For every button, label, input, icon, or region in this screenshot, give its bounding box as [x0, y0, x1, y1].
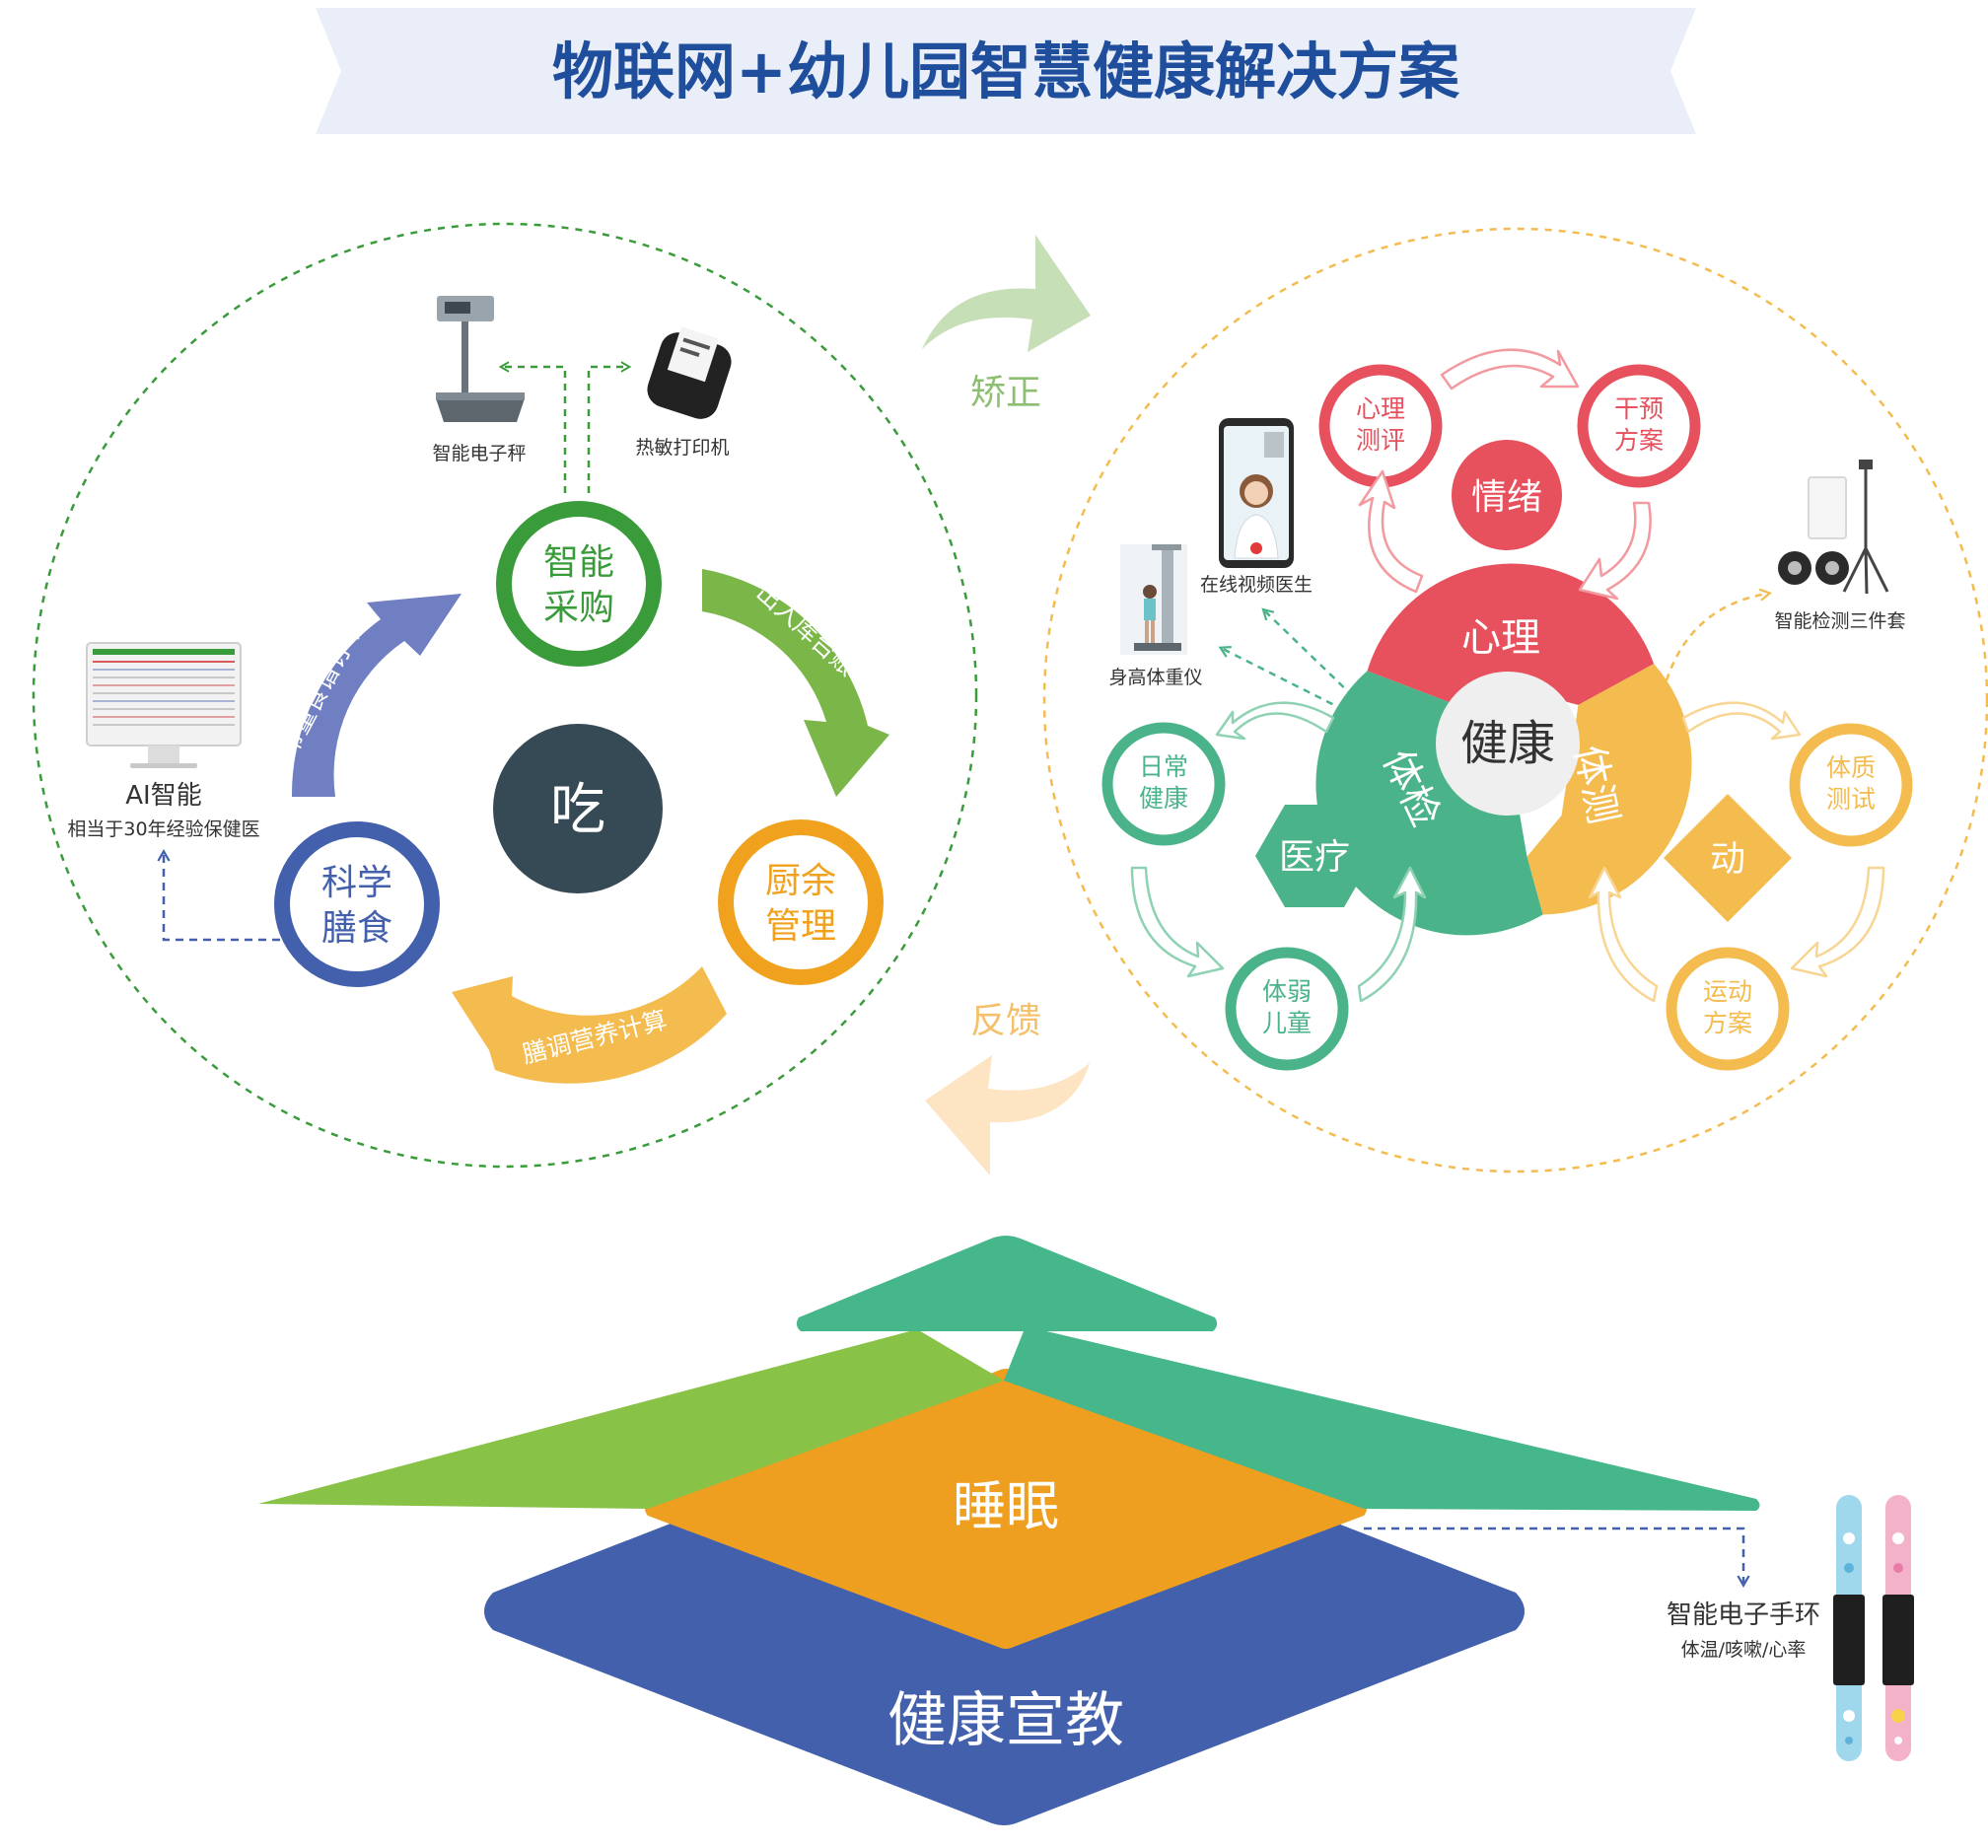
feedback-label: 反馈 [970, 1001, 1041, 1041]
to-height-device-arrow [1218, 646, 1345, 712]
to-video-doctor-arrow [1261, 607, 1354, 697]
node-daily-health[interactable]: 日常 健康 [1101, 722, 1226, 846]
node-scientific-diet[interactable]: 科学 膳食 [274, 821, 440, 987]
title-banner: 物联网+幼儿园智慧健康解决方案 [316, 8, 1696, 134]
sleep-label: 睡眠 [953, 1475, 1059, 1537]
left-wing [258, 1329, 1004, 1509]
top-roof [796, 1236, 1218, 1331]
height-weight-label: 身高体重仪 [1108, 667, 1202, 688]
svg-text:测评: 测评 [1356, 426, 1405, 455]
medical-label: 医疗 [1279, 837, 1350, 878]
svg-text:儿童: 儿童 [1262, 1009, 1312, 1037]
motion-cycle-arrows [1588, 701, 1885, 1003]
node-exercise-plan[interactable]: 运动 方案 [1666, 947, 1790, 1071]
printer-label: 热敏打印机 [635, 437, 729, 459]
svg-text:膳食: 膳食 [321, 908, 392, 949]
detection-kit-label: 智能检测三件套 [1774, 610, 1905, 632]
emotion-label: 情绪 [1471, 477, 1542, 518]
svg-text:日常: 日常 [1139, 752, 1188, 781]
node-psych-assess[interactable]: 心理 测评 [1318, 364, 1443, 488]
node-smart-purchase[interactable]: 智能 采购 [496, 501, 662, 667]
stock-ledger-arrow [702, 569, 889, 797]
health-donut: 健康 心理 体检 体测 [1315, 563, 1692, 936]
svg-text:厨余: 厨余 [765, 861, 836, 901]
to-scale-arrow [498, 361, 567, 493]
thermal-printer-icon [647, 326, 732, 419]
base-section: 睡眠 健康宣教 智能电子手环 体温/咳嗽/心率 [258, 1236, 1914, 1825]
diet-to-ai-arrow [157, 848, 280, 942]
right-wing [1004, 1326, 1760, 1511]
emotion-cycle-arrows [1358, 348, 1652, 601]
segment-psych-label: 心理 [1461, 615, 1540, 661]
svg-text:体弱: 体弱 [1262, 977, 1312, 1006]
motion-label: 动 [1710, 839, 1745, 880]
to-band-arrow [1364, 1527, 1750, 1589]
page-title: 物联网+幼儿园智慧健康解决方案 [552, 36, 1460, 107]
flow-arrows: 矫正 反馈 [922, 235, 1091, 1175]
svg-text:干预: 干预 [1614, 394, 1664, 423]
emotion-badge [1452, 440, 1562, 550]
height-weight-scale-icon [1120, 544, 1187, 655]
electronic-scale-icon [436, 296, 525, 422]
health-section: 健康 心理 体检 体测 情绪 心理 测评 干预 方案 医疗 日常 健 [1042, 227, 1988, 1173]
correct-label: 矫正 [970, 373, 1041, 413]
to-detection-kit-arrow [1665, 588, 1772, 681]
scale-label: 智能电子秤 [432, 443, 526, 464]
correct-arrow [922, 235, 1091, 352]
video-doctor-label: 在线视频医生 [1200, 574, 1313, 596]
node-physical-test[interactable]: 体质 测试 [1789, 723, 1913, 847]
detection-kit-icon [1778, 460, 1889, 595]
video-doctor-phone-icon [1219, 418, 1294, 568]
segment-psych [1367, 563, 1655, 709]
node-kitchen-waste[interactable]: 厨余 管理 [718, 819, 884, 985]
smart-wristband-icon [1833, 1495, 1914, 1761]
feedback-arrow [925, 1055, 1090, 1175]
svg-text:科学: 科学 [321, 863, 392, 903]
recipe-order-arrow [291, 594, 462, 797]
eat-section: 出入库台账 膳调营养计算 带量食谱订单 吃 智能 采购 厨余 管理 科学 膳食 [32, 222, 978, 1169]
eat-center-label: 吃 [550, 778, 605, 842]
ai-title: AI智能 [125, 781, 201, 811]
svg-text:心理: 心理 [1356, 394, 1405, 423]
motion-badge [1664, 794, 1792, 922]
eat-center [493, 724, 663, 893]
nutrition-arrow [452, 966, 727, 1084]
band-subtitle: 体温/咳嗽/心率 [1681, 1639, 1807, 1661]
education-label: 健康宣教 [888, 1686, 1124, 1755]
ai-subtitle: 相当于30年经验保健医 [67, 818, 259, 840]
health-center-label: 健康 [1460, 716, 1555, 771]
svg-text:健康: 健康 [1139, 784, 1188, 813]
node-weak-children[interactable]: 体弱 儿童 [1225, 947, 1349, 1071]
medical-badge [1255, 805, 1374, 907]
segment-fitness [1526, 664, 1692, 915]
node-intervention-plan[interactable]: 干预 方案 [1577, 364, 1701, 488]
svg-text:测试: 测试 [1826, 785, 1876, 814]
svg-text:方案: 方案 [1614, 426, 1664, 455]
svg-text:方案: 方案 [1703, 1009, 1752, 1037]
to-printer-arrow [587, 361, 632, 493]
svg-text:体质: 体质 [1826, 753, 1876, 782]
band-title: 智能电子手环 [1667, 1600, 1820, 1630]
svg-text:智能: 智能 [543, 542, 614, 583]
ai-monitor-icon [86, 642, 242, 768]
medical-cycle-arrows [1130, 701, 1427, 1003]
svg-text:采购: 采购 [543, 588, 614, 628]
svg-text:管理: 管理 [765, 906, 836, 947]
svg-text:运动: 运动 [1703, 977, 1752, 1006]
